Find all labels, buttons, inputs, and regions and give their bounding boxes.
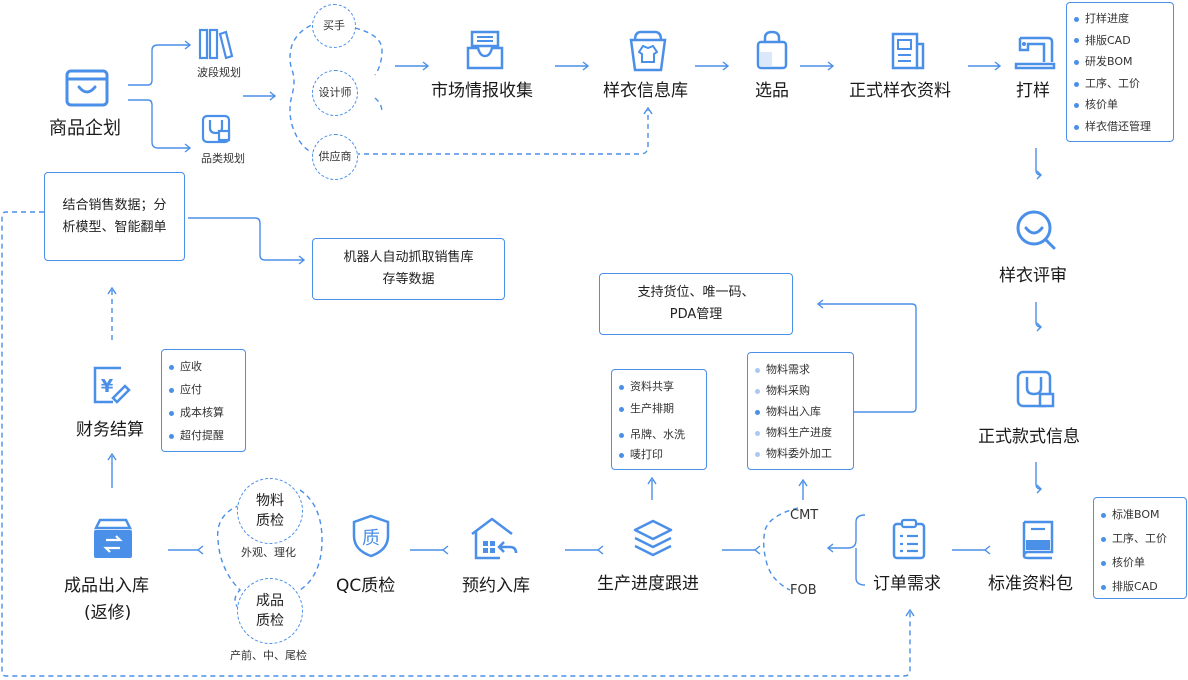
list-item: 核价单 [1094,551,1186,575]
search-review-icon [1016,210,1056,250]
list-item: 研发BOM [1067,51,1173,73]
sample-review-label: 样衣评审 [999,266,1067,286]
finance-detail-box: 应收 应付 成本核算 超付提醒 [161,349,246,452]
product-planning-label: 商品企划 [49,118,121,139]
list-item: 生产排期 [612,398,706,420]
product-qc-circle: 成品质检 [237,578,303,644]
sample-library-label: 样衣信息库 [603,81,688,101]
material-qc-circle: 物料质检 [237,478,303,544]
document-icon [891,32,925,70]
list-item: 应付 [162,378,245,401]
sampling-label: 打样 [1016,81,1050,101]
inbox-icon [466,30,504,70]
finance-yen-icon: ¥ [93,366,131,404]
clipboard-icon [892,518,926,560]
style-info-icon [1016,370,1055,408]
buyer-circle: 买手 [312,4,356,48]
selection-label: 选品 [755,81,789,101]
list-item: 标准BOM [1094,503,1186,527]
material-qc-caption: 外观、理化 [241,546,296,559]
band-planning-label: 波段规划 [197,66,241,79]
layers-icon [633,519,673,557]
sampling-detail-box: 打样进度 排版CAD 研发BOM 工序、工价 核价单 样衣借还管理 [1066,2,1174,142]
formal-style-label: 正式款式信息 [978,427,1080,447]
list-item: 应收 [162,355,245,378]
list-item: 物料出入库 [748,401,853,422]
list-item: 物料委外加工 [748,443,853,464]
list-item: 样衣借还管理 [1067,116,1173,138]
market-intel-label: 市场情报收集 [431,81,533,101]
finance-label: 财务结算 [76,420,144,440]
list-item: 唛打印 [612,444,706,466]
quality-shield-icon: 质 [352,514,390,558]
warehouse-icon [471,517,518,560]
sales-analysis-box: 结合销售数据；分析模型、智能翻单 [44,172,185,261]
shopping-bag-icon [65,69,109,107]
list-item: 工序、工价 [1094,527,1186,551]
list-item: 工序、工价 [1067,73,1173,95]
svg-text:质: 质 [362,528,380,549]
list-item: 吊牌、水洗 [612,424,706,446]
finished-io-label: 成品出入库 [64,576,149,596]
standard-detail-box: 标准BOM 工序、工价 核价单 排版CAD [1093,497,1187,599]
category-planning-label: 品类规划 [201,152,245,165]
list-item: 核价单 [1067,94,1173,116]
storage-box-icon [93,518,133,558]
book-icon [1022,520,1054,560]
binders-icon [198,28,234,60]
bag-select-icon [756,30,788,70]
production-tracking-label: 生产进度跟进 [597,574,699,594]
standard-pack-label: 标准资料包 [988,574,1073,594]
product-qc-caption: 产前、中、尾检 [230,649,307,662]
fob-label: FOB [790,583,817,598]
list-item: 物料需求 [748,359,853,380]
production-detail-box: 资料共享 生产排期 吊牌、水洗 唛打印 [611,369,707,470]
list-item: 排版CAD [1094,575,1186,599]
list-item: 成本核算 [162,401,245,424]
list-item: 超付提醒 [162,424,245,447]
list-item: 物料采购 [748,380,853,401]
clothing-library-icon [629,30,667,72]
formal-sample-label: 正式样衣资料 [849,81,951,101]
list-item: 排版CAD [1067,30,1173,52]
category-icon [201,114,231,144]
booking-inbound-label: 预约入库 [462,576,530,596]
sewing-machine-icon [1014,36,1056,70]
list-item: 物料生产进度 [748,422,853,443]
pda-box: 支持货位、唯一码、PDA管理 [599,273,793,335]
cmt-label: CMT [790,508,819,523]
material-detail-box: 物料需求 物料采购 物料出入库 物料生产进度 物料委外加工 [747,352,854,470]
designer-circle: 设计师 [312,70,358,116]
supplier-circle: 供应商 [312,134,358,180]
qc-label: QC质检 [336,576,396,596]
order-demand-label: 订单需求 [873,574,941,594]
finished-io-sublabel: (返修) [84,603,132,623]
list-item: 资料共享 [612,376,706,398]
svg-text:¥: ¥ [101,376,114,397]
list-item: 打样进度 [1067,8,1173,30]
robot-capture-box: 机器人自动抓取销售库存等数据 [312,238,505,300]
